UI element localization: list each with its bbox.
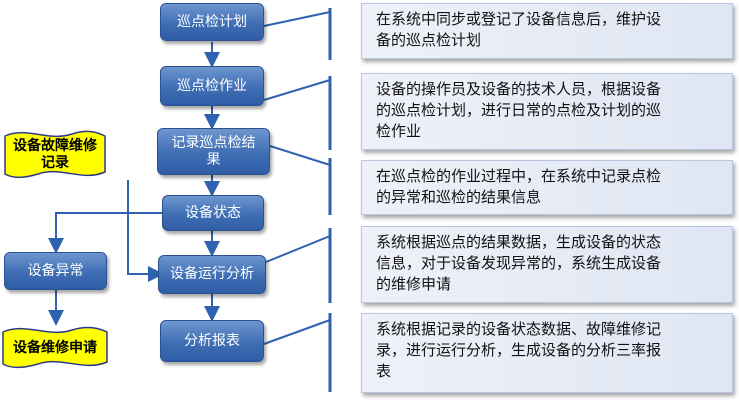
description-patrol-work: 设备的操作员及设备的技术人员，根据设备 的巡点检计划，进行日常的点检及计划的巡 … — [361, 73, 733, 150]
step-patrol-plan[interactable]: 巡点检计划 — [160, 3, 264, 41]
step-device-abnormal[interactable]: 设备异常 — [4, 252, 107, 290]
callout-line-5 — [263, 319, 331, 345]
description-device-status: 系统根据巡点的结果数据，生成设备的状态 信息，对于设备发现异常的，系统生成设备 … — [361, 226, 733, 303]
step-run-analysis[interactable]: 设备运行分析 — [158, 255, 266, 294]
step-device-status[interactable]: 设备状态 — [162, 195, 264, 231]
step-record-result[interactable]: 记录巡点检结 果 — [157, 128, 270, 175]
step-analysis-report[interactable]: 分析报表 — [160, 320, 264, 362]
description-run-analysis: 系统根据记录的设备状态数据、故障维修记 录，进行运行分析，生成设备的分析三率报 … — [361, 313, 733, 393]
wave-banner-shape — [2, 326, 108, 369]
arrow-status-to-abnormal — [48, 212, 162, 254]
arrow-fault-to-analysis — [127, 180, 164, 282]
repair-request-banner[interactable]: 设备维修申请 — [0, 324, 110, 372]
fault-repair-record-banner[interactable]: 设备故障维修 记录 — [2, 128, 108, 182]
wave-banner-shape — [4, 130, 106, 179]
description-record-result: 在巡点检的作业过程中，在系统中记录点检 的异常和巡检的结果信息 — [361, 160, 733, 215]
fault-repair-record-label: 设备故障维修 记录 — [13, 138, 97, 171]
step-patrol-work[interactable]: 巡点检作业 — [160, 66, 264, 106]
callout-line-2 — [263, 79, 331, 101]
callout-line-4 — [265, 235, 331, 263]
callout-line-1 — [263, 11, 331, 27]
callout-line-3 — [269, 145, 331, 166]
description-patrol-plan: 在系统中同步或登记了设备信息后，维护设 备的巡点检计划 — [361, 3, 733, 59]
repair-request-label: 设备维修申请 — [13, 339, 97, 356]
